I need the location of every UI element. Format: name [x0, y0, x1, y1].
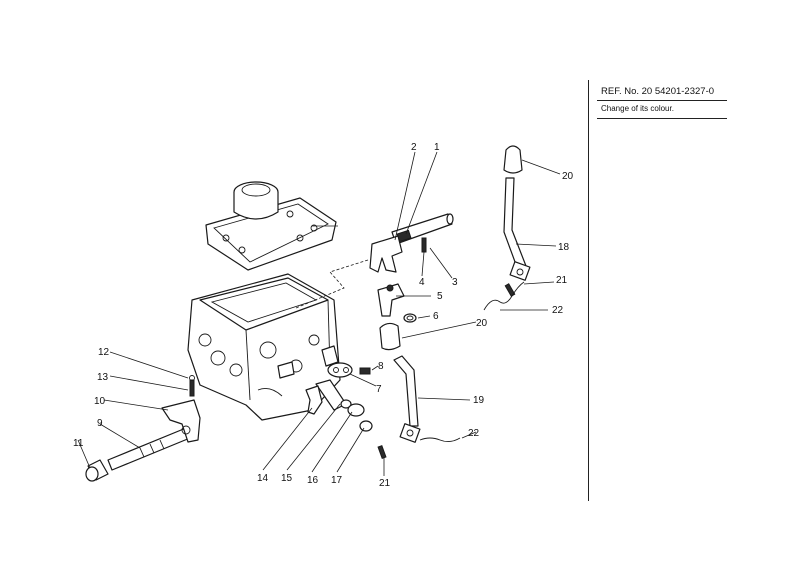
shift-lever-19	[377, 355, 421, 459]
lever-knob-upper	[503, 145, 523, 174]
reference-note: Change of its colour.	[601, 104, 674, 113]
reference-number: REF. No. 20 54201-2327-0	[601, 86, 715, 97]
reference-panel: REF. No. 20 54201-2327-0 Change of its c…	[588, 80, 793, 501]
callout-15: 15	[281, 473, 293, 484]
callout-21-lower: 21	[379, 478, 391, 489]
callout-20-upper: 20	[562, 171, 574, 182]
callout-12: 12	[98, 347, 110, 358]
callout-10: 10	[94, 396, 106, 407]
shift-lever-18	[503, 177, 531, 297]
callout-22-upper: 22	[552, 305, 564, 316]
callout-5: 5	[437, 291, 443, 302]
lower-shift-assembly	[85, 375, 201, 482]
callout-1: 1	[434, 142, 440, 153]
callout-13: 13	[97, 372, 109, 383]
callout-2: 2	[411, 142, 417, 153]
center-shaft-assembly	[277, 345, 373, 432]
callout-21-upper: 21	[556, 275, 568, 286]
callout-22-lower: 22	[468, 428, 480, 439]
callout-16: 16	[307, 475, 319, 486]
upper-shift-assembly	[369, 213, 454, 273]
callout-6: 6	[433, 311, 439, 322]
callout-11: 11	[73, 438, 84, 449]
cable-22-lower	[419, 437, 461, 443]
callout-7: 7	[376, 384, 382, 395]
callout-14: 14	[257, 473, 269, 484]
callout-4: 4	[419, 277, 425, 288]
callouts: 1 2 3 4 5 6 7 8 9 10 11 12 13 14 15 16 1…	[73, 142, 574, 489]
leader-lines	[77, 151, 561, 476]
callout-9: 9	[97, 418, 103, 429]
lever-knob-lower	[379, 322, 401, 351]
transmission-cover	[205, 181, 337, 271]
reference-divider	[597, 100, 727, 101]
alignment-line	[295, 259, 369, 309]
shift-arm-5	[377, 283, 417, 323]
reference-divider-lower	[597, 118, 727, 119]
cable-22-upper	[483, 281, 525, 311]
callout-18: 18	[558, 242, 570, 253]
callout-8: 8	[378, 361, 384, 372]
callout-19: 19	[473, 395, 485, 406]
callout-20-lower: 20	[476, 318, 488, 329]
callout-3: 3	[452, 277, 458, 288]
callout-17: 17	[331, 475, 343, 486]
transmission-case	[187, 273, 341, 421]
